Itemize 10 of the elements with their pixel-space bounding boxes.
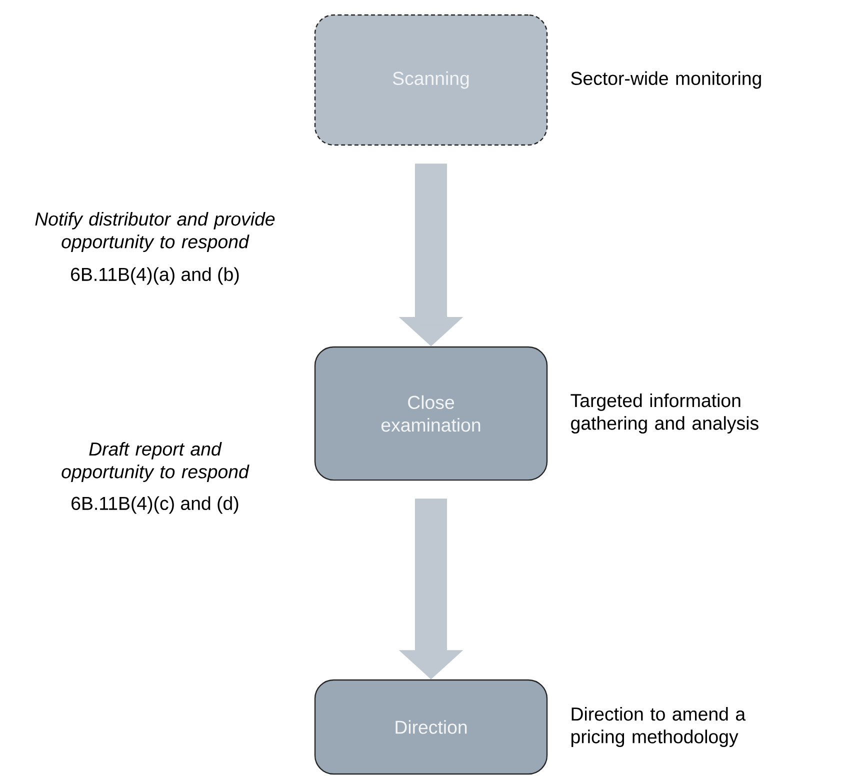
process-box: Scanning	[314, 14, 548, 146]
section-reference: 6B.11B(4)(a) and (b)	[71, 267, 239, 285]
box-caption: Targeted information gathering and analysis	[570, 393, 758, 434]
step-note: Notify distributor and provide opportunity to respond	[35, 212, 275, 252]
step-note: Draft report and opportunity to respond	[62, 442, 250, 482]
box-caption: Sector-wide monitoring	[571, 71, 761, 89]
process-box: Close examination	[314, 346, 548, 481]
box-caption: Direction to amend a pricing methodology	[572, 706, 746, 748]
section-reference: 6B.11B(4)(c) and (d)	[72, 496, 238, 514]
process-box: Direction	[314, 679, 548, 775]
